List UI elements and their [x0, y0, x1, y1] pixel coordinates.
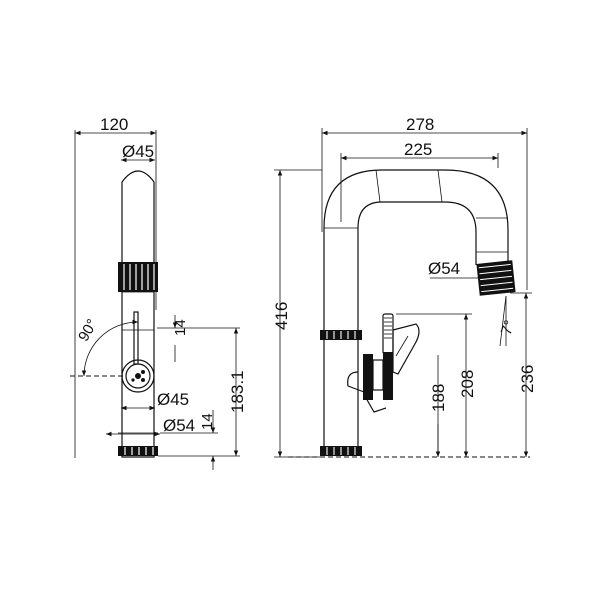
angle-arc [81, 319, 139, 377]
dim-225-label: 225 [404, 140, 432, 159]
spout-outer [323, 169, 509, 456]
spout-inner [357, 201, 477, 456]
valve-collar [363, 354, 373, 400]
dim-14-upper-label: 14 [172, 319, 189, 336]
dim-416-label: 416 [272, 302, 291, 330]
side-knurled-ring [118, 262, 158, 292]
lever-handle [392, 323, 420, 375]
side-view: 90° 120 Ø45 14 183.1 Ø45 14 Ø54 [70, 115, 247, 470]
dim-236-label: 236 [518, 365, 537, 393]
dim-spout-angle-label: 7° [498, 318, 519, 337]
dim-14-lower-label: 14 [199, 413, 216, 430]
valve-knurl [383, 352, 393, 400]
dim-120-label: 120 [100, 115, 128, 134]
dim-208-label: 208 [458, 370, 477, 398]
dim-spout-diameter-label: Ø54 [428, 259, 460, 278]
front-view: 278 225 416 Ø54 7° 188 208 236 [272, 115, 537, 458]
dim-diameter-top-label: Ø45 [122, 142, 154, 161]
dim-diameter-foot-label: Ø54 [163, 416, 195, 435]
dim-diameter-base-label: Ø45 [157, 390, 189, 409]
side-lever-stem [133, 311, 139, 365]
dim-183-label: 183.1 [228, 370, 247, 413]
dim-188-label: 188 [429, 384, 448, 412]
side-body-outline [121, 170, 155, 458]
dim-278-label: 278 [406, 115, 434, 134]
side-base-collar [118, 446, 158, 456]
